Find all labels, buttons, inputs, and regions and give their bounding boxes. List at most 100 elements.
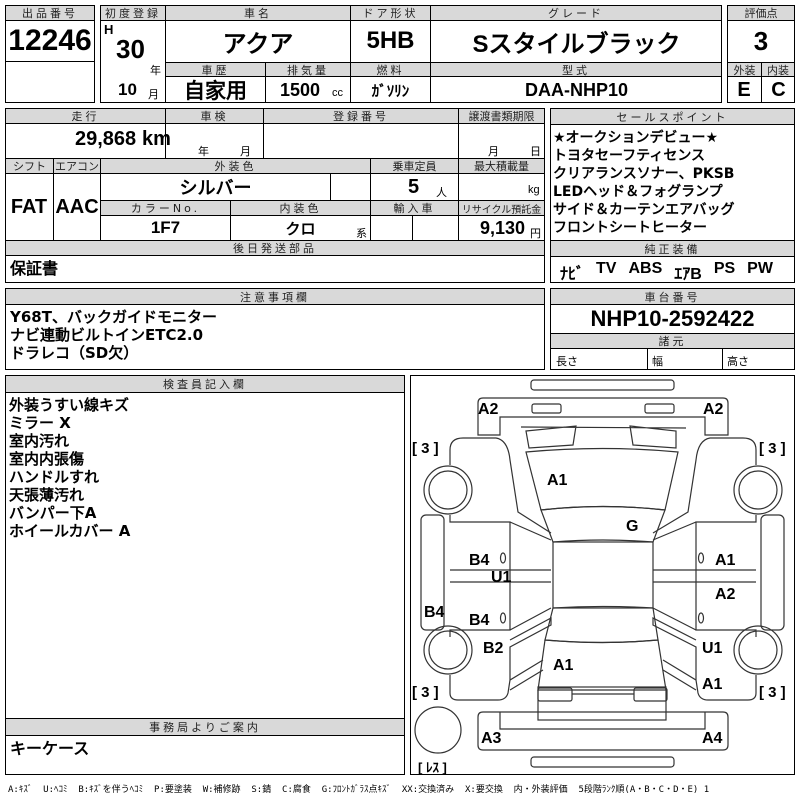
color-no: 1F7: [150, 218, 181, 237]
note: ドラレコ（SD欠）: [10, 344, 139, 362]
equipment-list: ﾅﾋﾞ TV ABS ｴｱB PS PW: [560, 260, 773, 284]
import-label: 輸入車: [370, 200, 459, 216]
sales-point: LEDヘッド＆フォグランプ: [553, 184, 723, 200]
specs-label: 諸元: [550, 333, 795, 349]
displacement-unit: cc: [332, 87, 343, 99]
office-note: キーケース: [10, 739, 90, 758]
notes-list: Y68T、バックガイドモニター ナビ連動ビルトインETC2.0 ドラレコ（SD欠…: [10, 308, 217, 362]
spare-tire: [ ﾚｽ ]: [418, 760, 447, 775]
sales-points-label: セールスポイント: [550, 108, 795, 125]
int-color: クロ: [285, 220, 316, 238]
first-reg-year: 30: [116, 34, 145, 64]
capacity: 5: [408, 176, 420, 198]
sales-point: クリアランスソナー、PKSB: [553, 166, 735, 182]
shift-label: シフト: [5, 158, 54, 174]
damage-mark: A2: [478, 401, 499, 418]
later-parts: 保証書: [10, 259, 59, 278]
inspection-year-unit: 年: [198, 146, 209, 158]
car-outline-icon: [414, 379, 785, 768]
registration-label: 登録番号: [263, 108, 459, 124]
equipment-item: ABS: [628, 260, 663, 277]
inspector-note: 室内汚れ: [9, 432, 70, 450]
lot-number: 12246: [5, 20, 95, 62]
capacity-label: 乗車定員: [370, 158, 459, 174]
equipment-item: TV: [596, 260, 617, 277]
aircon-label: エアコン: [53, 158, 101, 174]
chassis-label: 車台番号: [550, 288, 795, 305]
notes-label: 注意事項欄: [5, 288, 545, 305]
damage-mark: U1: [702, 640, 723, 657]
note: ナビ連動ビルトインETC2.0: [10, 326, 204, 344]
month-unit: 月: [148, 89, 159, 101]
sales-point: ★オークションデビュー★: [553, 130, 719, 146]
damage-mark: A1: [547, 472, 568, 489]
inspector-note: 外装うすい線キズ: [9, 396, 130, 414]
spec-height: 高さ: [727, 356, 749, 368]
damage-mark: G: [626, 518, 639, 535]
damage-mark: B4: [469, 612, 490, 629]
recycle-label: リサイクル預託金: [458, 200, 545, 216]
damage-mark: B4: [469, 552, 490, 569]
shift: FAT: [10, 195, 48, 218]
note: Y68T、バックガイドモニター: [10, 308, 217, 326]
inspector-note: ミラー X: [9, 414, 71, 432]
spec-width: 幅: [652, 356, 663, 368]
sales-point: サイド＆カーテンエアバッグ: [553, 202, 735, 218]
inspector-note: ハンドルすれ: [9, 468, 100, 486]
inspector-note: バンパー下A: [9, 504, 97, 522]
lot-label: 出品番号: [5, 5, 95, 21]
sales-points-list: ★オークションデビュー★ トヨタセーフティセンス クリアランスソナー、PKSB …: [553, 129, 734, 237]
damage-mark: A2: [715, 586, 736, 603]
car-name: アクア: [222, 30, 294, 58]
mileage-label: 走行: [5, 108, 166, 124]
equipment-item: ｴｱB: [674, 266, 702, 283]
fuel-label: 燃料: [350, 62, 431, 77]
ext-score-label: 外装: [727, 62, 762, 77]
tire-tread-fl: [ 3 ]: [412, 440, 439, 457]
max-load-unit: kg: [528, 184, 540, 196]
sales-point: フロントシートヒーター: [553, 220, 707, 236]
mileage-unit: km: [142, 128, 171, 150]
equipment-label: 純正装備: [550, 240, 795, 257]
equipment-item: ﾅﾋﾞ: [560, 266, 585, 283]
lot-box: [5, 5, 95, 103]
model-label: 型式: [430, 62, 722, 77]
recycle-fee: 9,130: [480, 218, 526, 238]
grade: Sスタイルブラック: [472, 30, 681, 58]
damage-mark: A1: [553, 657, 574, 674]
tire-tread-fr: [ 3 ]: [759, 440, 786, 457]
ext-color: シルバー: [179, 177, 252, 198]
damage-mark: A3: [481, 730, 502, 747]
door-type: 5HB: [366, 27, 415, 54]
first-reg-label: 初度登録: [100, 5, 166, 21]
inspector-note: ホイールカバー A: [9, 522, 131, 540]
legend: A:ｷｽﾞ U:ﾍｺﾐ B:ｷｽﾞを伴うﾍｺﾐ P:要塗装 W:補修跡 S:錆 …: [8, 785, 710, 795]
color-no-label: カラーNo.: [100, 200, 231, 216]
displacement: 1500: [280, 80, 321, 100]
year-unit: 年: [150, 65, 161, 77]
transfer-day-unit: 日: [530, 146, 541, 158]
spec-length: 長さ: [556, 356, 578, 368]
equipment-item: PW: [747, 260, 773, 277]
tire-tread-rr: [ 3 ]: [759, 684, 786, 701]
sales-point: トヨタセーフティセンス: [553, 148, 706, 164]
transfer-label: 譲渡書類期限: [458, 108, 545, 124]
score-label: 評価点: [727, 5, 795, 21]
door-label: ドア形状: [350, 5, 431, 21]
inspector-list: 外装うすい線キズ ミラー X 室内汚れ 室内内張傷 ハンドルすれ 天張薄汚れ バ…: [9, 396, 130, 540]
displacement-label: 排気量: [265, 62, 351, 77]
damage-mark: A1: [715, 552, 736, 569]
score-value: 3: [753, 25, 769, 56]
history-label: 車歴: [165, 62, 266, 77]
damage-mark: A4: [702, 730, 723, 747]
car-name-label: 車名: [165, 5, 351, 21]
inspection-month-unit: 月: [240, 146, 251, 158]
capacity-unit: 人: [436, 187, 447, 199]
inspection-label: 車検: [165, 108, 264, 124]
vehicle-info-box: [100, 5, 722, 103]
max-load-label: 最大積載量: [458, 158, 545, 174]
transfer-month-unit: 月: [488, 146, 499, 158]
chassis-number: NHP10-2592422: [590, 306, 755, 331]
aircon: AAC: [55, 195, 99, 218]
int-score: C: [771, 78, 786, 101]
